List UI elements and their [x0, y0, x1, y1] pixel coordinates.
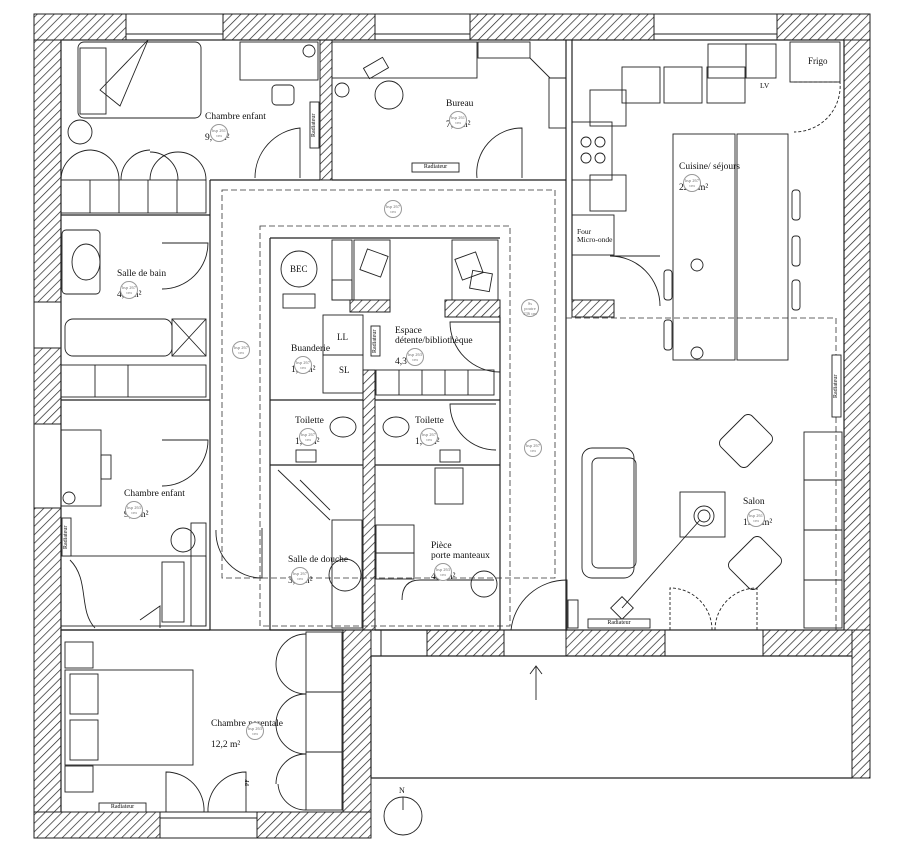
radiator-label-parentale: Radiateur	[110, 804, 135, 810]
radiator-label-buanderie: Radiateur	[372, 329, 378, 353]
radiator-label-salon: Radiateur	[607, 620, 631, 626]
radiators	[61, 101, 842, 813]
wardrobes	[60, 149, 843, 811]
radiator-label-chambre2: Radiateur	[63, 525, 69, 549]
room-area: 12,2 m²	[211, 739, 241, 750]
height-marker: hsp 267 cm	[120, 281, 138, 299]
furniture	[60, 39, 841, 836]
height-marker: hsp 263 cm	[246, 722, 264, 740]
height-marker: hsp 267 cm	[683, 174, 701, 192]
height-marker: hsp 263 cm	[406, 348, 424, 366]
room-name: Salle de bain	[117, 268, 167, 279]
bec-label: BEC	[290, 264, 308, 274]
height-marker: hsp 267 cm	[299, 428, 317, 446]
sl-label: SL	[339, 365, 350, 375]
height-marker: hsp 263 cm	[125, 501, 143, 519]
room-name: Toilette	[295, 415, 324, 426]
room-name: Toilette	[415, 415, 444, 426]
height-marker-hall-left: hsp 267 cm	[232, 341, 250, 359]
height-marker: hsp 261 cm	[210, 124, 228, 142]
doors	[161, 81, 841, 813]
room-name: Cuisine/ séjours	[679, 161, 740, 172]
room-name: Salon	[743, 496, 765, 507]
ceiling-lines	[221, 189, 837, 630]
room-name: Chambre parentale	[211, 718, 284, 729]
radiator-label-bureau: Radiateur	[423, 164, 448, 170]
height-marker-hall-right: hsp 267 cm	[524, 439, 542, 457]
height-marker-hall-top: hsp 267 cm	[384, 200, 402, 218]
height-marker: hsp 267 cm	[294, 356, 312, 374]
room-name: Espace détente/bibliothèque	[395, 325, 473, 347]
door-code-pf: PF	[245, 779, 251, 787]
windows	[33, 13, 778, 839]
four-label: Four Micro-onde	[577, 227, 613, 244]
radiator-label-cuisine: Radiateur	[833, 374, 839, 398]
room-name: Chambre enfant	[205, 111, 266, 122]
radiator-label-chambre1: Radiateur	[311, 113, 317, 137]
room-name: Pièce porte manteaux	[431, 540, 490, 562]
compass-north-label: N	[399, 786, 405, 795]
room-chambre-parentale: Chambre parentale 12,2 m²	[211, 708, 283, 750]
room-name: Chambre enfant	[124, 488, 185, 499]
exterior-walls	[33, 13, 871, 839]
height-marker: hsp 267 cm	[420, 428, 438, 446]
room-name: Buanderie	[291, 343, 331, 354]
sous-poutre-marker: Ss poutre 236 cm	[521, 299, 539, 317]
ll-label: LL	[337, 332, 348, 342]
frigo-label: Frigo	[808, 56, 828, 66]
room-name: Salle de douche	[288, 554, 349, 565]
height-marker: hsp 267 cm	[291, 567, 309, 585]
lv-label: LV	[760, 81, 770, 90]
height-marker: hsp 263 cm	[434, 563, 452, 581]
height-marker: hsp 261 cm	[449, 111, 467, 129]
height-marker: hsp 261 cm	[747, 509, 765, 527]
room-name: Bureau	[446, 98, 474, 109]
